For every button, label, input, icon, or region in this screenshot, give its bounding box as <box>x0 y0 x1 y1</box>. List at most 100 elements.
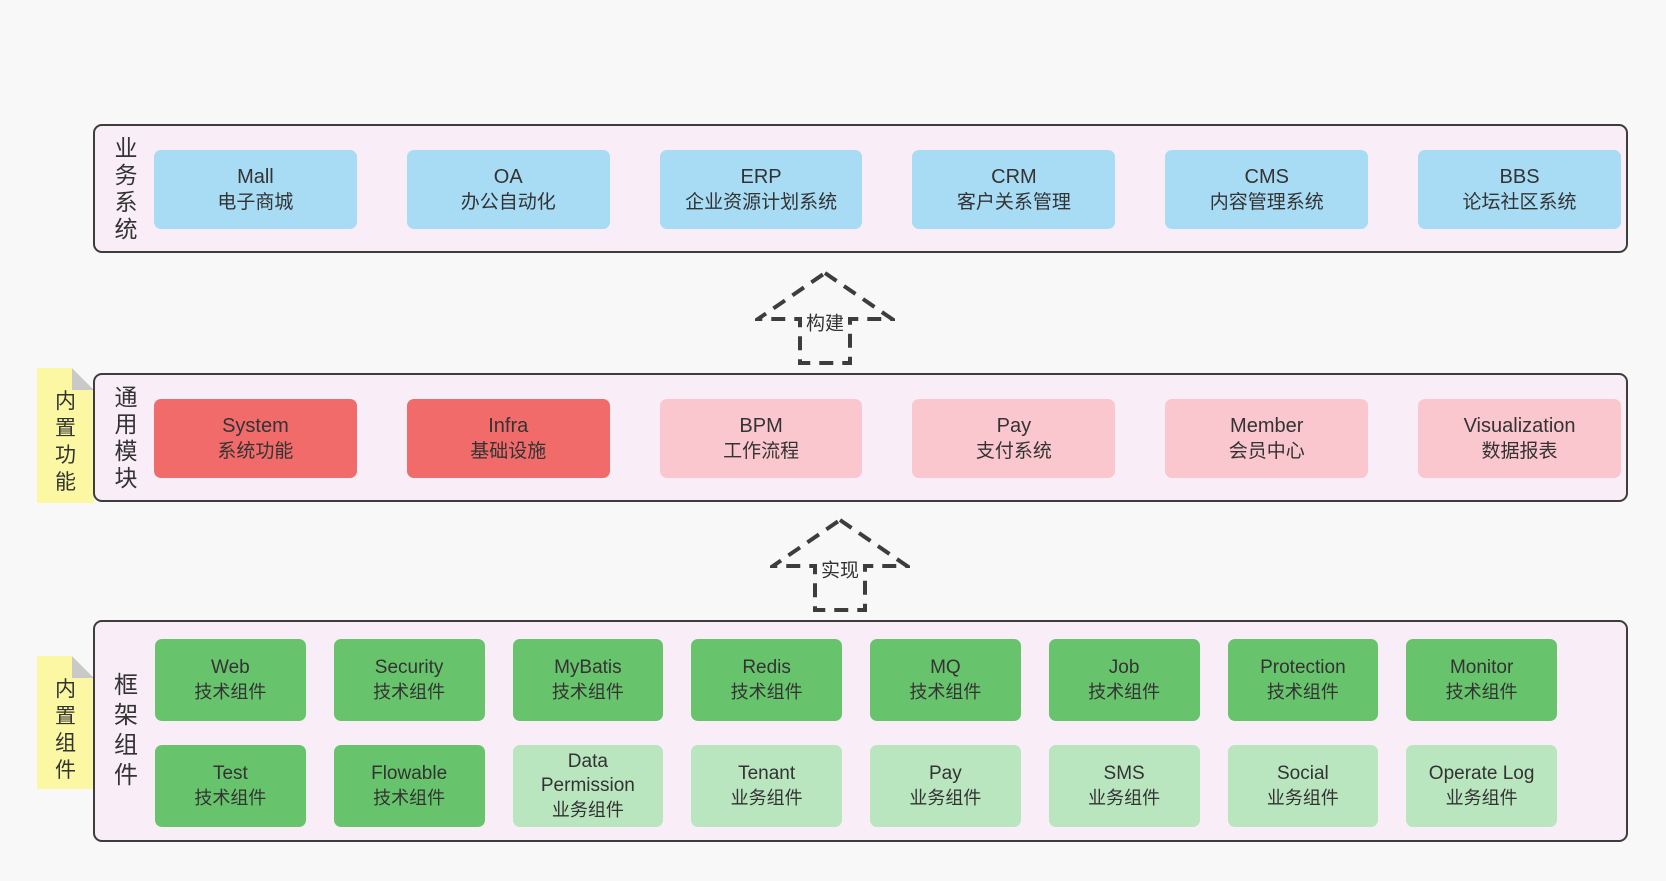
module-box-data-permission: Data Permission 业务组件 <box>512 745 664 827</box>
module-name: System <box>222 414 289 437</box>
module-subtitle: 工作流程 <box>723 440 800 462</box>
module-box-monitor: Monitor 技术组件 <box>1406 639 1557 721</box>
module-box-visualization: Visualization 数据报表 <box>1418 399 1621 478</box>
module-subtitle: 业务组件 <box>909 788 982 808</box>
module-subtitle: 技术组件 <box>909 682 982 702</box>
module-subtitle: 技术组件 <box>730 682 803 702</box>
module-subtitle: 电子商城 <box>217 191 294 213</box>
module-box-bbs: BBS 论坛社区系统 <box>1418 150 1621 229</box>
module-box-infra: Infra 基础设施 <box>406 399 610 478</box>
module-subtitle: 技术组件 <box>194 788 267 808</box>
module-subtitle: 论坛社区系统 <box>1462 191 1577 213</box>
module-subtitle: 支付系统 <box>975 440 1052 462</box>
module-name: Monitor <box>1449 657 1514 678</box>
module-subtitle: 技术组件 <box>1088 682 1161 702</box>
dashed-up-arrow-icon <box>755 270 895 365</box>
module-subtitle: 业务组件 <box>1088 788 1161 808</box>
sticky-note-built-in-components: 内置组件 <box>37 656 94 789</box>
module-subtitle: 企业资源计划系统 <box>685 191 838 213</box>
module-box-mall: Mall 电子商城 <box>154 150 357 229</box>
module-box-pay: Pay 支付系统 <box>912 399 1116 478</box>
module-box-job: Job 技术组件 <box>1048 639 1200 721</box>
module-subtitle: 办公自动化 <box>460 191 556 213</box>
module-name: Pay <box>929 763 962 784</box>
module-subtitle: 技术组件 <box>1445 682 1518 702</box>
module-subtitle: 基础设施 <box>470 440 547 462</box>
module-subtitle: 技术组件 <box>194 682 267 702</box>
module-box-flowable: Flowable 技术组件 <box>333 745 485 827</box>
module-name: ERP <box>740 165 782 188</box>
module-subtitle: 内容管理系统 <box>1209 191 1324 213</box>
module-name: Mall <box>237 165 274 188</box>
module-box-protection: Protection 技术组件 <box>1227 639 1379 721</box>
module-subtitle: 技术组件 <box>373 788 446 808</box>
module-name: Flowable <box>371 763 448 784</box>
module-row: Test 技术组件 Flowable 技术组件 Data Permission 业务组件 T… <box>155 745 1557 827</box>
band-label-framework-components: 框架组件 <box>114 672 138 789</box>
band-label-business-systems: 业务系统 <box>114 134 138 242</box>
module-box-social: Social 业务组件 <box>1227 745 1379 827</box>
dashed-up-arrow-icon <box>770 517 910 612</box>
module-name: Job <box>1108 657 1140 678</box>
module-name: BPM <box>739 414 783 437</box>
module-box-crm: CRM 客户关系管理 <box>912 150 1116 229</box>
module-name: Test <box>212 763 248 784</box>
module-box-redis: Redis 技术组件 <box>691 639 842 721</box>
module-subtitle: 技术组件 <box>551 682 624 702</box>
module-subtitle: 客户关系管理 <box>956 191 1071 213</box>
module-subtitle: 数据报表 <box>1481 440 1558 462</box>
module-box-sms: SMS 业务组件 <box>1048 745 1200 827</box>
module-box-pay: Pay 业务组件 <box>870 745 1021 827</box>
up-arrow-build: 构建 <box>755 270 895 366</box>
module-subtitle: 技术组件 <box>1266 682 1339 702</box>
sticky-note-built-in-features: 内置功能 <box>37 368 94 503</box>
module-box-operate-log: Operate Log 业务组件 <box>1406 745 1557 827</box>
module-name: Security <box>374 657 444 678</box>
module-box-mybatis: MyBatis 技术组件 <box>512 639 664 721</box>
band-business-systems: 业务系统 Mall 电子商城 OA 办公自动化 ERP 企业资源计划系统 CRM 客户关系管理… <box>93 124 1628 253</box>
module-box-web: Web 技术组件 <box>155 639 306 721</box>
module-name: Protection <box>1260 657 1346 678</box>
module-subtitle: 业务组件 <box>551 800 624 820</box>
module-box-bpm: BPM 工作流程 <box>659 399 863 478</box>
module-name: Visualization <box>1463 414 1576 437</box>
module-name: OA <box>493 165 523 188</box>
module-name: Member <box>1230 414 1304 437</box>
module-name: SMS <box>1103 763 1145 784</box>
module-name: Tenant <box>738 763 796 784</box>
sticky-note-label: 内置功能 <box>55 390 76 494</box>
module-name: MyBatis <box>554 657 622 678</box>
band-label-common-modules: 通用模块 <box>114 383 138 491</box>
module-name: CRM <box>991 165 1037 188</box>
module-name: Web <box>211 657 250 678</box>
module-row: Mall 电子商城 OA 办公自动化 ERP 企业资源计划系统 CRM 客户关系管理 CMS 内容… <box>154 150 1621 229</box>
arrow-label-build: 构建 <box>801 307 849 337</box>
module-subtitle: 业务组件 <box>1266 788 1339 808</box>
module-box-oa: OA 办公自动化 <box>406 150 610 229</box>
module-name: Social <box>1277 763 1329 784</box>
module-box-cms: CMS 内容管理系统 <box>1165 150 1369 229</box>
folded-corner <box>72 368 94 390</box>
module-name: CMS <box>1244 165 1289 188</box>
module-box-erp: ERP 企业资源计划系统 <box>659 150 863 229</box>
module-name: BBS <box>1499 165 1540 188</box>
module-box-test: Test 技术组件 <box>155 745 306 827</box>
sticky-note-label: 内置组件 <box>55 678 76 782</box>
module-name: Infra <box>488 414 529 437</box>
module-name: Operate Log <box>1428 763 1535 784</box>
module-subtitle: 会员中心 <box>1228 440 1305 462</box>
arrow-label-implement: 实现 <box>816 554 864 584</box>
module-box-member: Member 会员中心 <box>1165 399 1369 478</box>
module-name: Data Permission <box>540 751 635 796</box>
module-name: Redis <box>742 657 791 678</box>
module-subtitle: 业务组件 <box>1445 788 1518 808</box>
module-name: Pay <box>996 414 1032 437</box>
